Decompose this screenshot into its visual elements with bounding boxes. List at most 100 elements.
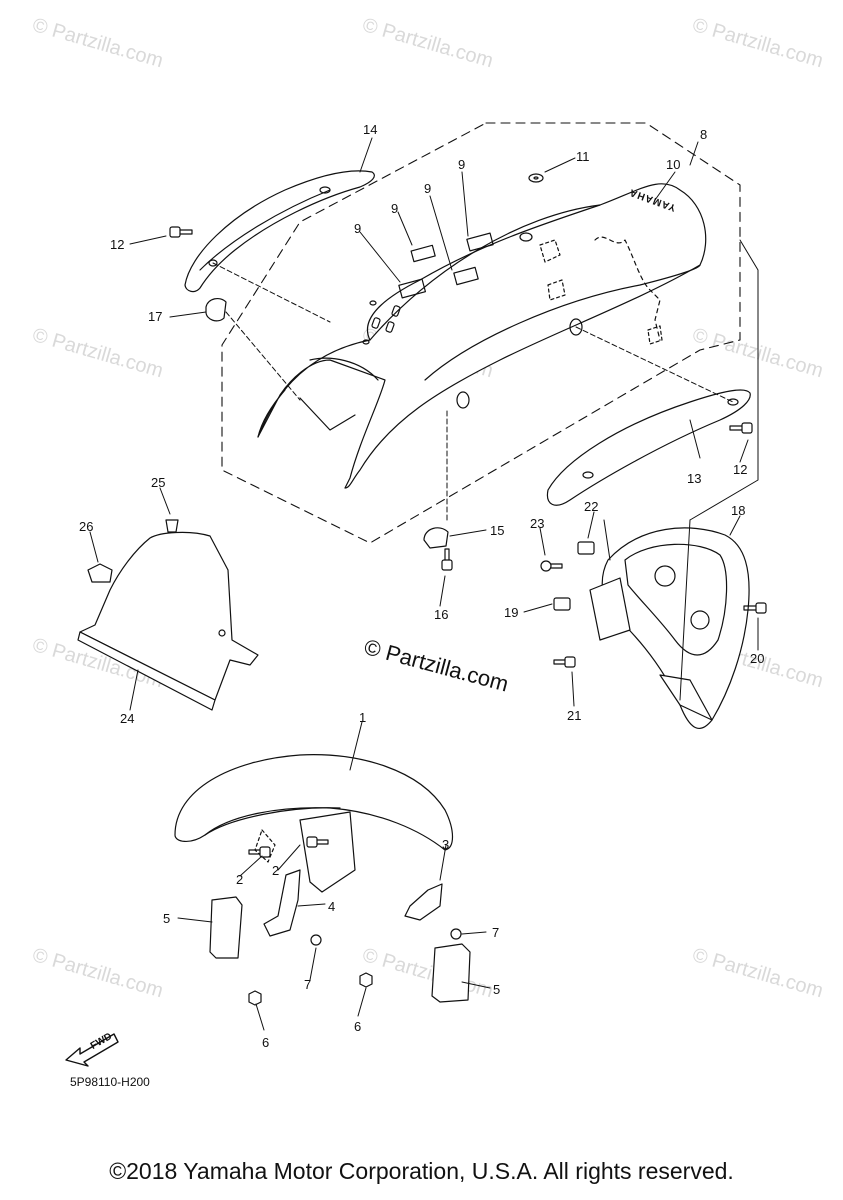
fender-slot bbox=[385, 321, 395, 333]
bolt-21 bbox=[553, 656, 576, 668]
callout-24: 24 bbox=[120, 711, 135, 726]
callout-12: 12 bbox=[110, 237, 125, 252]
callout-7: 7 bbox=[304, 977, 312, 992]
reflector-5 bbox=[431, 943, 471, 1003]
nut-19 bbox=[553, 597, 571, 611]
tail-light-socket bbox=[690, 610, 710, 630]
fender-bracket bbox=[299, 811, 356, 893]
fwd-arrow-icon bbox=[65, 1033, 119, 1067]
sticker-9 bbox=[466, 232, 494, 252]
grab-bar-front bbox=[184, 170, 375, 293]
callout-9: 9 bbox=[458, 157, 466, 172]
bolt-16 bbox=[441, 548, 453, 571]
callout-23: 23 bbox=[530, 516, 545, 531]
rear-fender-group-boundary bbox=[221, 122, 741, 544]
callout-5: 5 bbox=[493, 982, 501, 997]
fender-slot bbox=[371, 317, 381, 329]
bolt-12 bbox=[729, 422, 753, 434]
tail-light-mount bbox=[589, 577, 631, 641]
mudguard-flap-bottom bbox=[77, 631, 216, 711]
callout-1: 1 bbox=[359, 710, 367, 725]
reflector-5 bbox=[209, 896, 243, 959]
fender-bracket bbox=[254, 829, 276, 863]
nut-22 bbox=[577, 541, 595, 555]
callout-2: 2 bbox=[236, 872, 244, 887]
nut-7 bbox=[450, 928, 462, 940]
callout-16: 16 bbox=[434, 607, 449, 622]
grab-bar-hole bbox=[727, 398, 739, 406]
callout-9: 9 bbox=[424, 181, 432, 196]
callout-4: 4 bbox=[328, 899, 336, 914]
mudguard-flap bbox=[79, 531, 259, 701]
bolt-2 bbox=[248, 846, 271, 858]
callout-14: 14 bbox=[363, 122, 378, 137]
fender-hole bbox=[569, 318, 583, 336]
grab-bar-rear bbox=[546, 389, 751, 506]
callout-20: 20 bbox=[750, 651, 765, 666]
callout-12: 12 bbox=[733, 462, 748, 477]
callout-26: 26 bbox=[79, 519, 94, 534]
callout-6: 6 bbox=[354, 1019, 362, 1034]
nut-6 bbox=[359, 972, 373, 988]
grab-bar-hole bbox=[319, 186, 331, 194]
grab-bar-hole bbox=[582, 471, 594, 479]
callout-9: 9 bbox=[391, 201, 399, 216]
leader-lines bbox=[89, 137, 759, 1031]
rivet-25 bbox=[165, 519, 179, 533]
sticker-9 bbox=[410, 244, 436, 263]
rear-fender-top-edge bbox=[366, 204, 601, 341]
tail-light-socket bbox=[654, 565, 676, 587]
rear-fender-curve bbox=[424, 264, 701, 381]
stay-3 bbox=[404, 883, 443, 921]
front-fender-edge bbox=[204, 807, 341, 836]
fender-hole bbox=[362, 339, 370, 345]
sticker-9 bbox=[453, 266, 479, 286]
fender-slot bbox=[391, 305, 401, 317]
callout-18: 18 bbox=[731, 503, 746, 518]
front-fender bbox=[174, 754, 454, 851]
callout-19: 19 bbox=[504, 605, 519, 620]
fender-hidden-detail bbox=[539, 239, 663, 345]
tail-light-bracket bbox=[659, 674, 713, 721]
callout-3: 3 bbox=[442, 837, 450, 852]
grommet bbox=[205, 297, 227, 322]
callout-5: 5 bbox=[163, 911, 171, 926]
clip-26 bbox=[87, 563, 113, 583]
mudguard-hole bbox=[218, 629, 226, 637]
fender-hidden-detail bbox=[594, 236, 661, 341]
rear-fender-front-edge bbox=[257, 389, 356, 438]
bolt-2 bbox=[306, 836, 329, 848]
washer-11 bbox=[528, 173, 544, 183]
stay-4 bbox=[263, 869, 301, 937]
callout-15: 15 bbox=[490, 523, 505, 538]
fender-hole bbox=[519, 232, 533, 242]
rear-fender-inner bbox=[309, 357, 379, 381]
clip bbox=[423, 527, 449, 549]
nut-6 bbox=[248, 990, 262, 1006]
callout-22: 22 bbox=[584, 499, 599, 514]
callout-9: 9 bbox=[354, 221, 362, 236]
callout-6: 6 bbox=[262, 1035, 270, 1050]
callout-7: 7 bbox=[492, 925, 500, 940]
screw-23 bbox=[540, 560, 563, 572]
callout-8: 8 bbox=[700, 127, 708, 142]
callout-17: 17 bbox=[148, 309, 163, 324]
nut-7 bbox=[310, 934, 322, 946]
callout-11: 11 bbox=[576, 149, 590, 164]
bolt-12 bbox=[169, 226, 193, 238]
tail-light-inner bbox=[624, 543, 728, 656]
callout-13: 13 bbox=[687, 471, 702, 486]
callout-25: 25 bbox=[151, 475, 166, 490]
grab-bar-hole bbox=[208, 259, 218, 267]
fender-hole bbox=[456, 391, 470, 409]
fender-hole bbox=[369, 300, 377, 306]
sticker-9 bbox=[398, 278, 427, 299]
callout-10: 10 bbox=[666, 157, 681, 172]
diagram-code: 5P98110-H200 bbox=[70, 1075, 150, 1089]
callout-2: 2 bbox=[272, 863, 280, 878]
callout-21: 21 bbox=[567, 708, 582, 723]
copyright-notice: ©2018 Yamaha Motor Corporation, U.S.A. A… bbox=[109, 1158, 734, 1184]
bolt-20 bbox=[743, 602, 767, 614]
